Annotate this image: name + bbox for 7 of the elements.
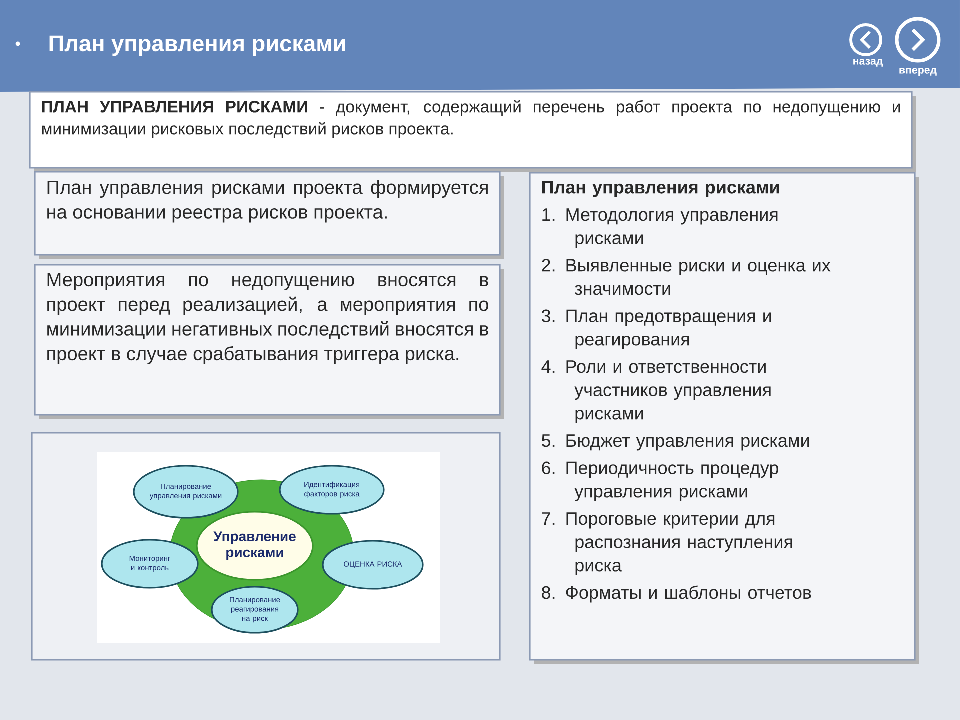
list-box: План управления рисками 1. Методология управления рисками 2. Выявленные риски и оценка их значимости 3. План предотвращения и реагирования 4. Роли и ответственности участников управления рисками 5. Бюджет управления рисками 6. Периодичность процедур управления рисками 7. Пороговые критерии для распознания наступления риска 8. Форматы и шаблоны отчетов	[529, 172, 919, 664]
nav-label: назад	[854, 59, 883, 67]
nav-label: вперед	[900, 68, 937, 76]
text-box: План управления рисками проекта формируется на основании реестра рисков проекта.	[34, 171, 504, 259]
title: План управления рисками	[50, 36, 346, 56]
definition-box: ПЛАН УПРАВЛЕНИЯ РИСКАМИ - документ, содержащий перечень работ проекта по недопущению и минимизации рисковых последствий рисков проекта.	[29, 91, 916, 172]
text-box: Мероприятия по недопущению вносятся в проект перед реализацией, а мероприятия по минимизации негативных последствий вносятся в проект в случае срабатывания триггера риска.	[34, 264, 504, 419]
